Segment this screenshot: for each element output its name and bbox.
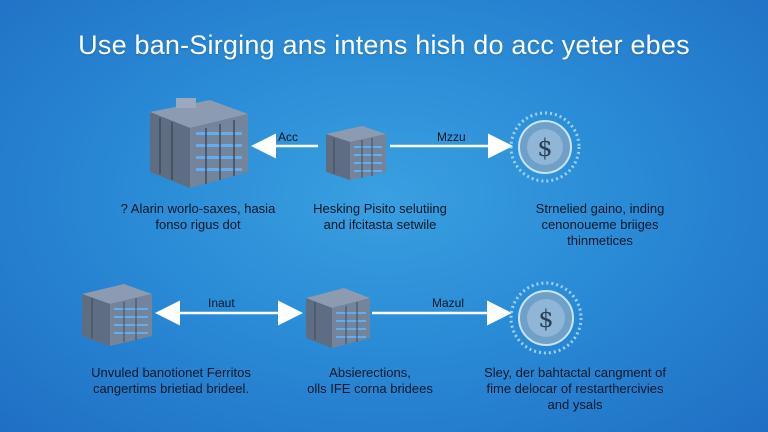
caption-row1-1: ? Alarin worlo-saxes, hasia fonso rigus … [88, 201, 308, 233]
node-row2-2 [302, 284, 372, 350]
server-rack-icon [326, 126, 386, 180]
server-rack-icon [306, 288, 370, 348]
node-row1-3: $ [508, 110, 582, 184]
diagram-title: Use ban-Sirging ans intens hish do acc y… [78, 30, 690, 60]
server-rack-icon [150, 98, 248, 188]
dollar-coin-icon: $ [509, 111, 581, 183]
caption-line: Strnelied gaino, inding [535, 201, 665, 216]
caption-line: and ifcitasta setwile [323, 217, 437, 232]
caption-row2-3: Sley, der bahtactal cangment of fime del… [460, 365, 690, 413]
svg-text:$: $ [537, 134, 552, 162]
caption-line: olls IFE corna bridees [307, 381, 433, 396]
edge-label-row2-a: Inaut [208, 296, 235, 310]
caption-line: thinmetices [567, 233, 633, 248]
caption-line: Unvuled banotionet Ferritos [91, 365, 251, 380]
caption-row1-2: Hesking Pisito selutiing and ifcitasta s… [280, 201, 480, 233]
caption-line: cenonoueme briiges [541, 217, 659, 232]
server-rack-icon [82, 284, 152, 346]
edge-label-row1-b: Mzzu [437, 130, 466, 144]
caption-line: ? Alarin worlo-saxes, hasia [120, 201, 276, 216]
caption-line: and ysals [547, 397, 603, 412]
caption-row2-2: Absierections, olls IFE corna bridees [270, 365, 470, 397]
dollar-coin-icon: $ [509, 281, 583, 355]
node-row1-2 [322, 122, 388, 182]
node-row2-1 [78, 280, 154, 348]
caption-line: Hesking Pisito selutiing [313, 201, 447, 216]
edge-label-row1-a: Acc [278, 130, 299, 144]
node-row2-3: $ [508, 280, 584, 356]
edge-label-row2-b: Mazul [432, 296, 465, 310]
caption-line: Absierections, [329, 365, 411, 380]
caption-row1-3: Strnelied gaino, inding cenonoueme briig… [500, 201, 700, 249]
caption-row2-1: Unvuled banotionet Ferritos cangertims b… [56, 365, 286, 397]
svg-text:$: $ [538, 305, 553, 333]
caption-line: cangertims brietiad brideel. [92, 381, 250, 396]
node-row1-1 [140, 92, 252, 190]
caption-line: fime delocar of restarthercivies [486, 381, 664, 396]
caption-line: fonso rigus dot [155, 217, 241, 232]
caption-line: Sley, der bahtactal cangment of [484, 365, 666, 380]
